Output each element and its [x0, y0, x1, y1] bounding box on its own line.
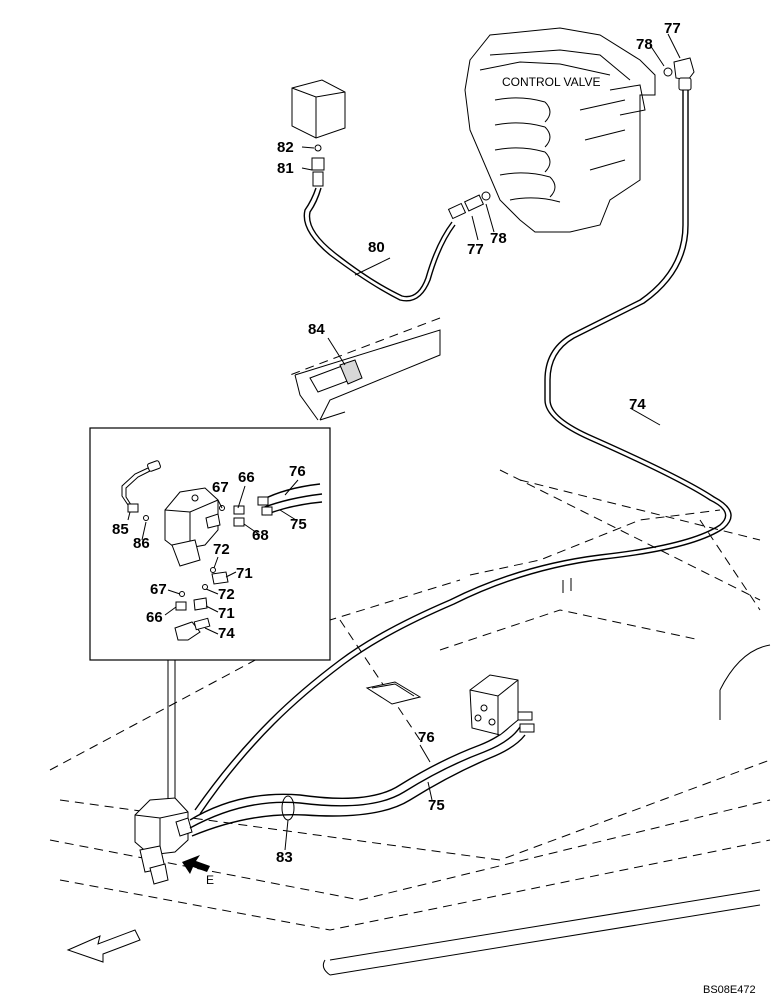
o-ring-78-middle — [481, 191, 491, 201]
callout-71: 71 — [218, 605, 235, 622]
switch-84 — [339, 359, 363, 385]
callout-77: 77 — [664, 20, 681, 37]
callout-72: 72 — [218, 586, 235, 603]
pressure-switch-block — [291, 79, 346, 187]
control-valve-label: CONTROL VALVE — [502, 75, 600, 89]
o-ring-78-top — [663, 67, 673, 77]
hose-80 — [303, 187, 491, 302]
callout-68: 68 — [252, 527, 269, 544]
callout-84: 84 — [308, 321, 325, 338]
callout-81: 81 — [277, 160, 294, 177]
switch-panel-84 — [289, 317, 441, 421]
hoses-75-76 — [189, 719, 526, 837]
view-e-label: E — [206, 873, 214, 887]
callout-77: 77 — [467, 241, 484, 258]
arrow-icon — [182, 855, 210, 874]
brake-valve-assembly — [134, 797, 193, 885]
leader-lines — [127, 33, 681, 851]
callout-67: 67 — [150, 581, 167, 598]
clamp-83 — [281, 795, 295, 821]
callout-66: 66 — [238, 469, 255, 486]
callout-80: 80 — [368, 239, 385, 256]
callout-78: 78 — [490, 230, 507, 247]
callout-67: 67 — [212, 479, 229, 496]
control-valve: CONTROL VALVE — [464, 27, 656, 233]
callout-66: 66 — [146, 609, 163, 626]
callout-72: 72 — [213, 541, 230, 558]
callout-75: 75 — [290, 516, 307, 533]
callout-labels: 66 67 68 76 75 85 86 72 71 67 72 66 71 7… — [112, 20, 681, 866]
callout-78: 78 — [636, 36, 653, 53]
view-arrow-e: E — [182, 855, 214, 887]
callout-76: 76 — [418, 729, 435, 746]
elbow-fitting-77-top — [663, 57, 695, 91]
callout-85: 85 — [112, 521, 129, 538]
washer-82 — [314, 144, 322, 152]
callout-86: 86 — [133, 535, 150, 552]
callout-74: 74 — [218, 625, 235, 642]
callout-74: 74 — [629, 396, 646, 413]
hose-74 — [194, 90, 732, 815]
distribution-block — [469, 674, 535, 736]
detail-inset — [89, 427, 331, 800]
front-arrow-icon — [66, 929, 141, 963]
callout-83: 83 — [276, 849, 293, 866]
front-direction-arrow — [66, 929, 141, 963]
callout-75: 75 — [428, 797, 445, 814]
callout-76: 76 — [289, 463, 306, 480]
callout-82: 82 — [277, 139, 294, 156]
callout-71: 71 — [236, 565, 253, 582]
fitting-77-middle — [463, 194, 485, 212]
drawing-code: BS08E472 — [703, 984, 756, 996]
